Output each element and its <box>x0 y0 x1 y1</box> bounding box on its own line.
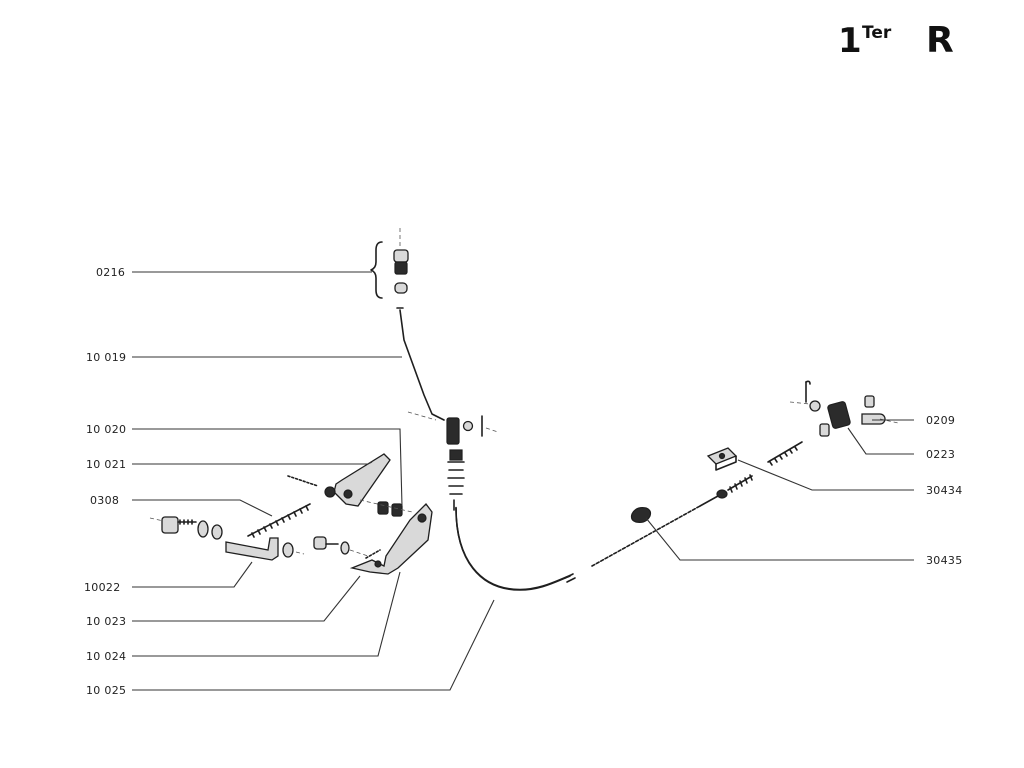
label-10021: 10 021 <box>86 458 126 471</box>
lever-fittings <box>789 380 899 437</box>
label-10019: 10 019 <box>86 351 126 364</box>
parts-drawing <box>149 228 899 591</box>
label-10024: 10 024 <box>86 650 126 663</box>
label-0308: 0308 <box>90 494 119 507</box>
clutch-cable <box>455 507 571 591</box>
logo-number: 1 <box>838 21 862 61</box>
cable-bracket <box>706 447 738 471</box>
label-0209: 0209 <box>926 414 955 427</box>
pedal-assembly <box>149 453 433 575</box>
label-30434: 30434 <box>926 484 963 497</box>
label-10020: 10 020 <box>86 423 126 436</box>
cable-clip <box>630 507 652 523</box>
label-0216: 0216 <box>96 266 125 279</box>
logo-letter: R <box>926 20 954 61</box>
cable-inner <box>591 505 701 567</box>
label-30435: 30435 <box>926 554 963 567</box>
push-rod <box>399 309 445 421</box>
cable-boot <box>447 449 465 511</box>
group-brace <box>370 241 383 299</box>
grease-nipple <box>393 249 409 294</box>
label-10025: 10 025 <box>86 684 126 697</box>
clevis <box>446 415 499 445</box>
label-0223: 0223 <box>926 448 955 461</box>
logo-superscript: Ter <box>862 23 892 43</box>
label-10023: 10 023 <box>86 615 126 628</box>
part-labels: 0216 10 019 10 020 10 021 0308 10022 10 … <box>84 266 963 697</box>
leader-lines <box>132 271 914 691</box>
cable-adjuster <box>716 441 803 499</box>
brand-logo: 1 Ter R <box>838 20 954 61</box>
label-10022: 10022 <box>84 581 121 594</box>
